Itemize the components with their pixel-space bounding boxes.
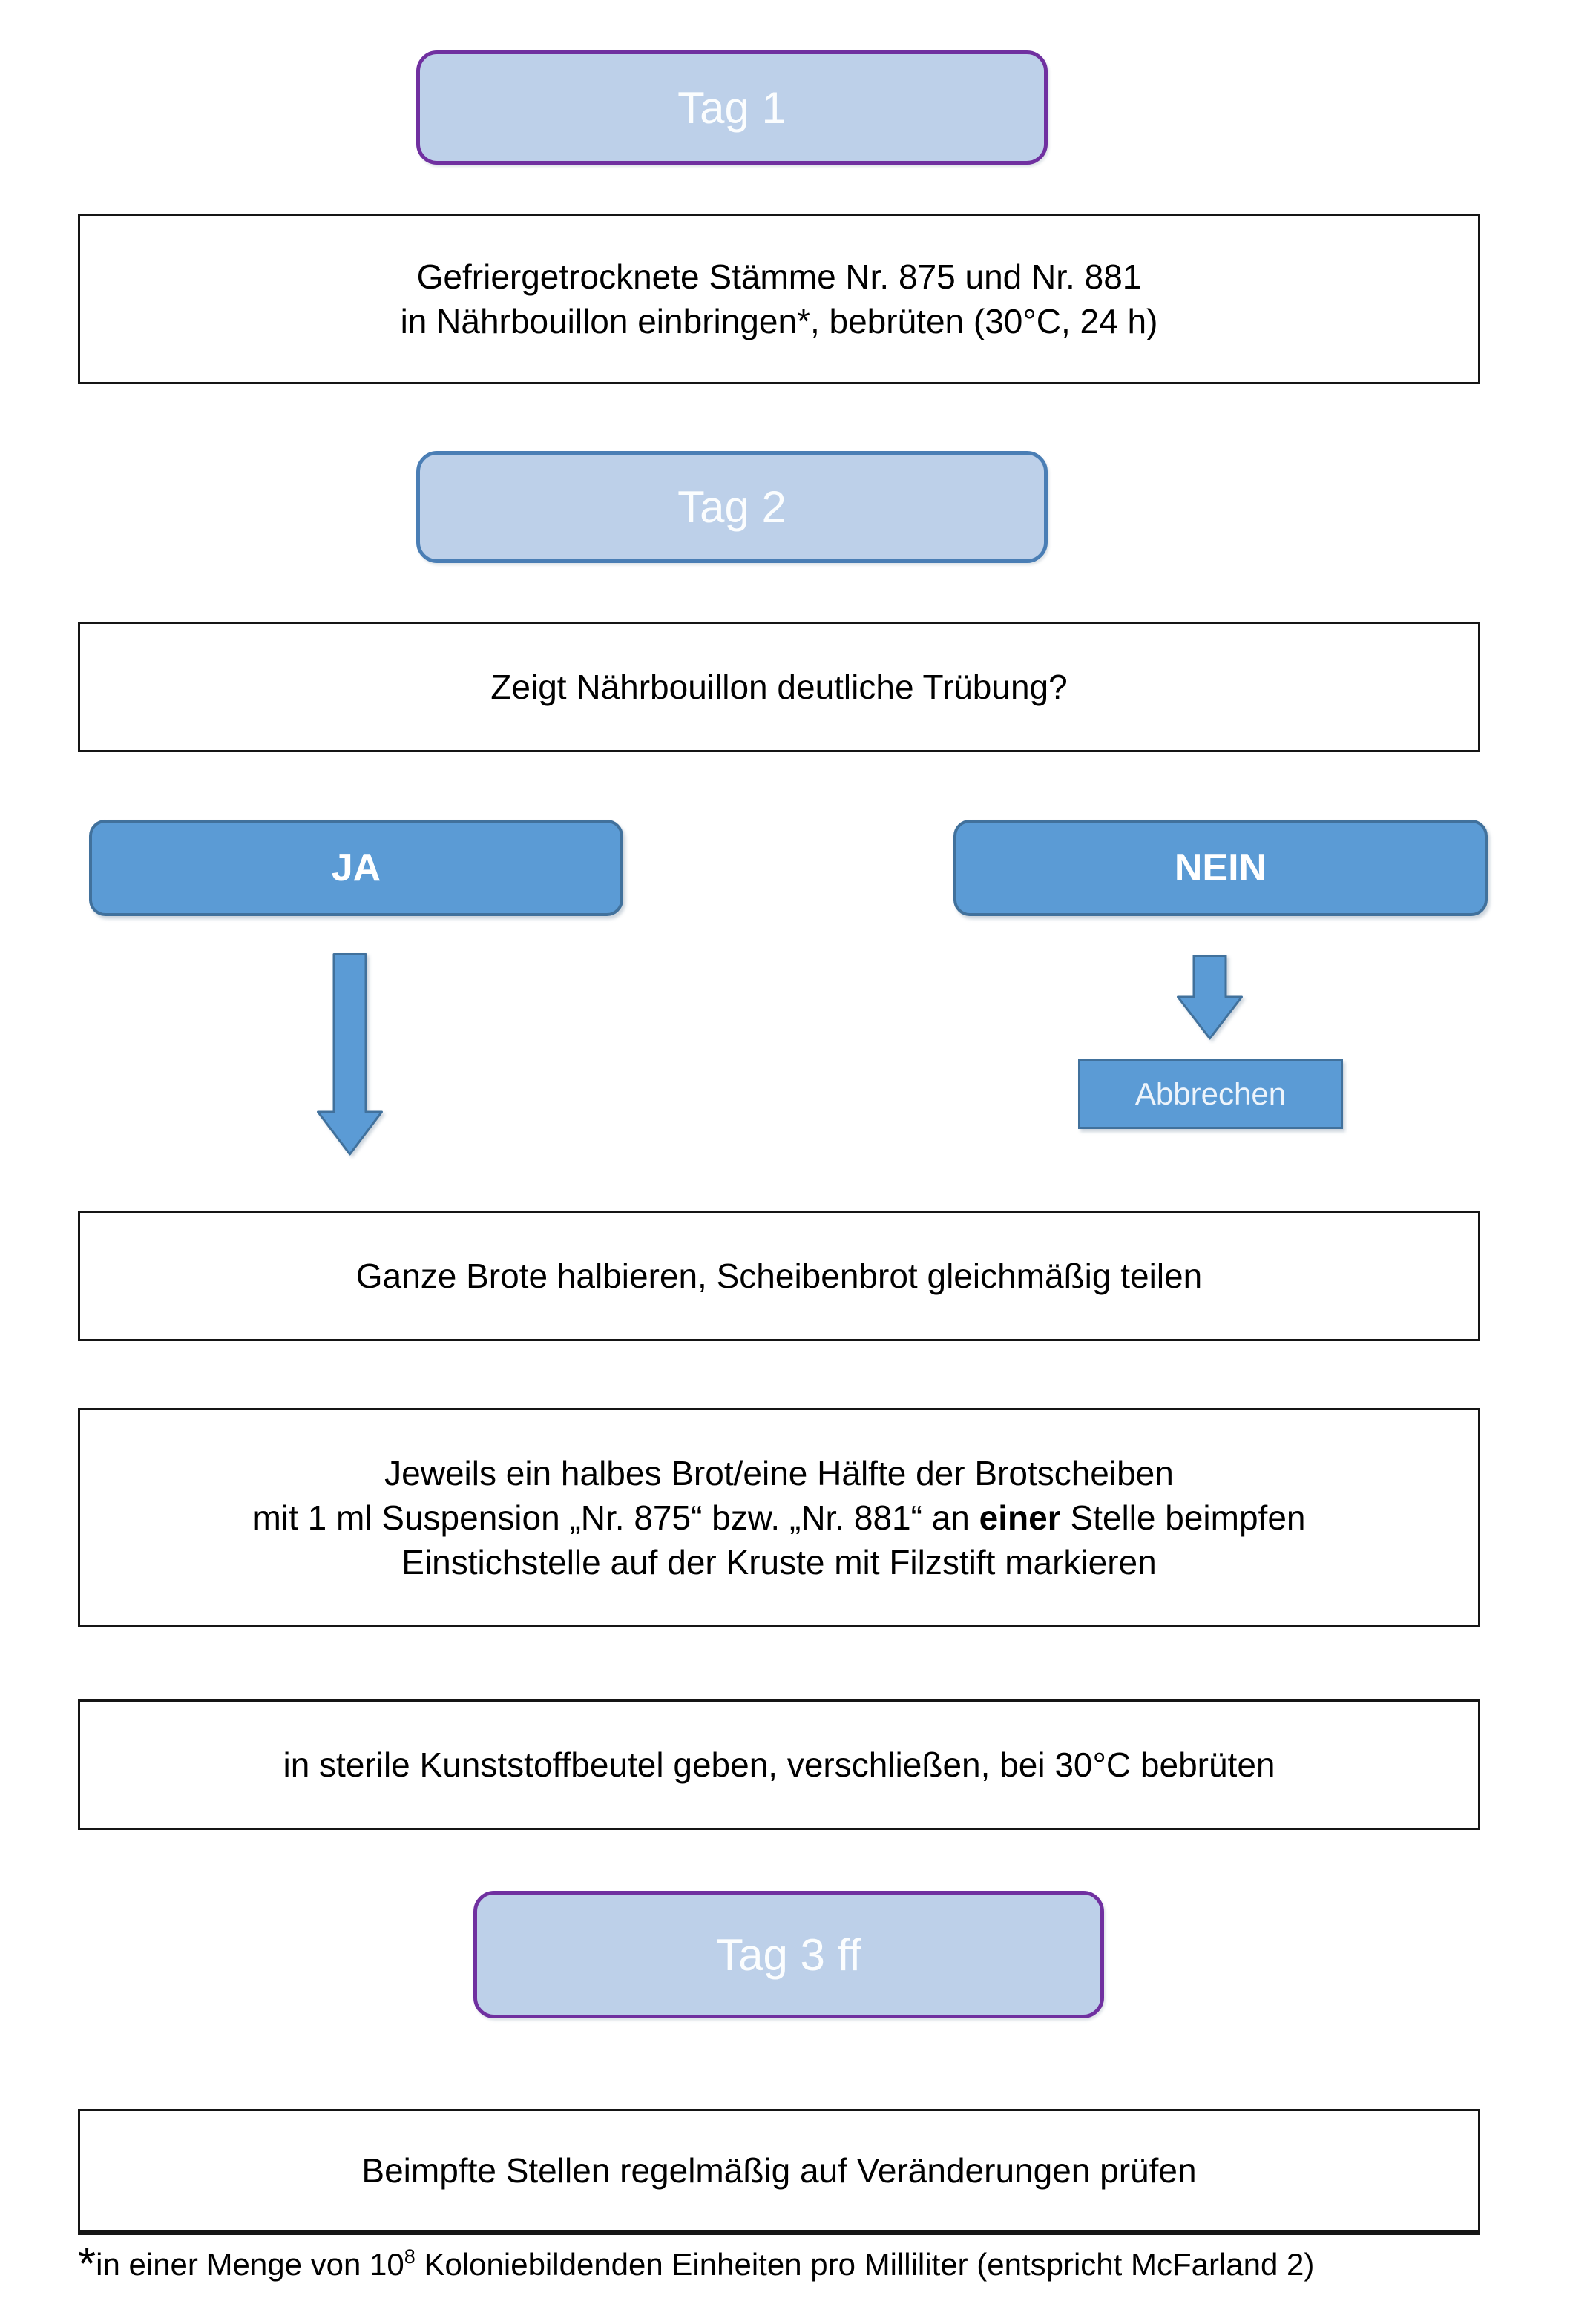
step-text-line: Beimpfte Stellen regelmäßig auf Veränder…	[361, 2151, 1197, 2190]
footnote-text: in einer Menge von 10	[96, 2247, 404, 2282]
step-text-line: Ganze Brote halbieren, Scheibenbrot glei…	[355, 1257, 1203, 1295]
question-text: Zeigt Nährbouillon deutliche Trübung?	[490, 668, 1068, 706]
step-text-line: in Nährbouillon einbringen*, bebrüten (3…	[400, 302, 1158, 340]
day-3-label: Tag 3 ff	[716, 1929, 861, 1980]
day-1-badge: Tag 1	[416, 50, 1048, 165]
emphasized-word: einer	[979, 1498, 1061, 1537]
step-freeze-dried-strains-box: Gefriergetrocknete Stämme Nr. 875 und Nr…	[78, 214, 1480, 384]
step-halve-bread-box: Ganze Brote halbieren, Scheibenbrot glei…	[78, 1211, 1480, 1341]
footnote-asterisk: *	[78, 2239, 96, 2290]
no-label: NEIN	[1174, 846, 1267, 889]
step-plastic-bag-box: in sterile Kunststoffbeutel geben, versc…	[78, 1699, 1480, 1830]
step-check-changes-box: Beimpfte Stellen regelmäßig auf Veränder…	[78, 2109, 1480, 2235]
step-text-line: in sterile Kunststoffbeutel geben, versc…	[283, 1745, 1275, 1784]
yes-branch-box: JA	[89, 820, 623, 916]
down-arrow-icon	[317, 953, 383, 1156]
day-1-label: Tag 1	[677, 82, 786, 133]
footnote: *in einer Menge von 108 Koloniebildenden…	[78, 2239, 1525, 2294]
turbidity-question-box: Zeigt Nährbouillon deutliche Trübung?	[78, 622, 1480, 752]
day-3-badge: Tag 3 ff	[473, 1891, 1104, 2018]
no-branch-box: NEIN	[953, 820, 1488, 916]
footnote-superscript: 8	[404, 2245, 416, 2268]
step-text-line: Gefriergetrocknete Stämme Nr. 875 und Nr…	[416, 257, 1142, 296]
step-inoculate-bread-box: Jeweils ein halbes Brot/eine Hälfte der …	[78, 1408, 1480, 1627]
day-2-label: Tag 2	[677, 482, 786, 532]
step-text-line: Jeweils ein halbes Brot/eine Hälfte der …	[384, 1453, 1174, 1492]
step-text-line: Einstichstelle auf der Kruste mit Filzst…	[401, 1542, 1157, 1581]
down-arrow-icon	[1177, 955, 1243, 1040]
footnote-text: Koloniebildenden Einheiten pro Millilite…	[415, 2247, 1315, 2282]
cancel-box: Abbrechen	[1078, 1059, 1343, 1129]
step-text-line: mit 1 ml Suspension „Nr. 875“ bzw. „Nr. …	[252, 1498, 1306, 1537]
day-2-badge: Tag 2	[416, 451, 1048, 563]
cancel-label: Abbrechen	[1134, 1076, 1287, 1111]
yes-label: JA	[331, 846, 381, 889]
